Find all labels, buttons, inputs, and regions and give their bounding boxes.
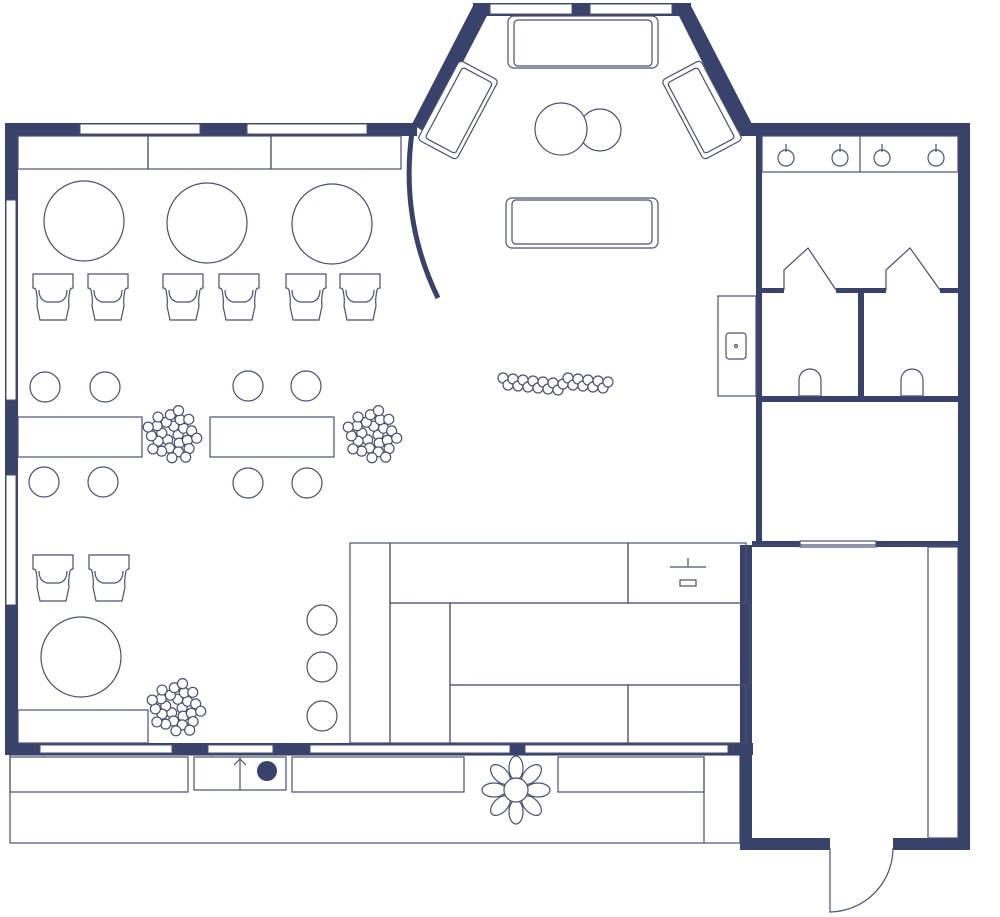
plant — [180, 451, 192, 463]
plant — [156, 684, 168, 696]
stool — [232, 370, 264, 402]
stool — [291, 467, 323, 499]
windows — [5, 3, 729, 754]
plant — [347, 443, 359, 455]
stool — [306, 651, 338, 683]
plant — [151, 716, 163, 728]
succulent — [508, 799, 524, 825]
plant — [383, 413, 395, 425]
plant — [380, 451, 392, 463]
plant — [184, 724, 196, 736]
plant — [352, 411, 364, 423]
stool — [28, 466, 60, 498]
bay-lounge — [418, 15, 742, 249]
plant — [152, 411, 164, 423]
plant — [147, 443, 159, 455]
armchair — [32, 554, 74, 602]
round-table — [291, 183, 373, 265]
sink — [927, 149, 945, 167]
sink — [873, 149, 891, 167]
armchair — [88, 554, 130, 602]
stool — [232, 467, 264, 499]
plant — [372, 405, 385, 417]
plant — [183, 413, 195, 425]
planter — [602, 376, 614, 388]
succulent — [481, 782, 507, 798]
terrace — [9, 754, 741, 844]
succulent — [503, 777, 529, 803]
armchair — [285, 273, 327, 321]
stool — [29, 371, 61, 403]
plant — [142, 421, 154, 433]
round-table — [166, 182, 248, 264]
toilet — [798, 368, 822, 397]
plant — [257, 761, 277, 781]
plant — [187, 686, 199, 698]
doors — [406, 131, 958, 913]
succulent — [508, 755, 524, 781]
plant — [176, 678, 189, 690]
round-table — [43, 180, 125, 262]
plant — [391, 432, 403, 444]
plant — [172, 405, 185, 417]
plant — [146, 694, 158, 706]
armchair — [87, 273, 129, 321]
sink — [831, 149, 849, 167]
armchair — [32, 273, 74, 321]
plant — [195, 705, 207, 717]
armchair — [162, 273, 204, 321]
stool — [87, 466, 119, 498]
plant — [170, 725, 182, 737]
succulent — [525, 782, 551, 798]
stool — [306, 700, 338, 732]
armchair — [218, 273, 260, 321]
round-table — [40, 616, 122, 698]
plant — [366, 452, 378, 464]
toilet — [900, 368, 924, 397]
plant — [191, 432, 203, 444]
benches-and-counters — [17, 135, 959, 839]
stool — [290, 370, 322, 402]
stool — [306, 604, 338, 636]
stool — [89, 371, 121, 403]
plant — [342, 421, 354, 433]
armchair — [339, 273, 381, 321]
sink — [777, 149, 795, 167]
plant — [166, 452, 178, 464]
